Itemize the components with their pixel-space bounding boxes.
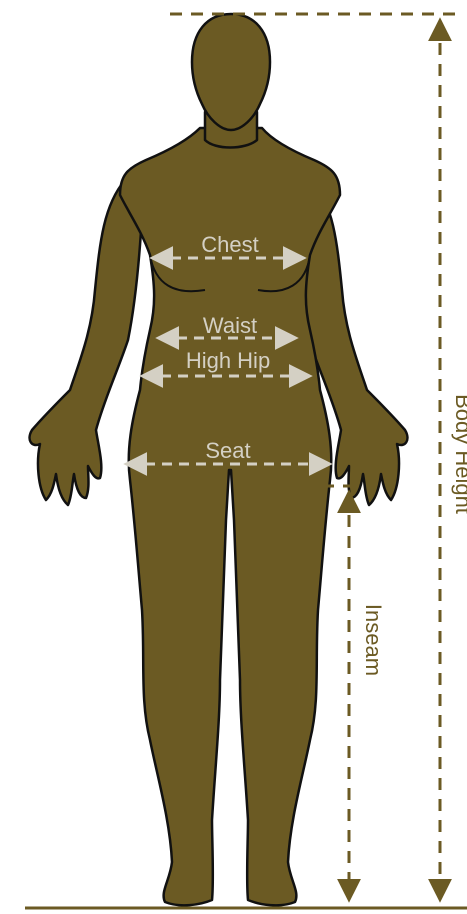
waist-label: Waist bbox=[203, 313, 257, 338]
body-height-label: Body Height bbox=[451, 394, 467, 514]
head bbox=[192, 14, 270, 130]
seat-label: Seat bbox=[205, 438, 250, 463]
high-hip-label: High Hip bbox=[186, 348, 270, 373]
inseam-label: Inseam bbox=[361, 604, 386, 676]
left-arm bbox=[30, 180, 142, 505]
chest-label: Chest bbox=[201, 232, 258, 257]
